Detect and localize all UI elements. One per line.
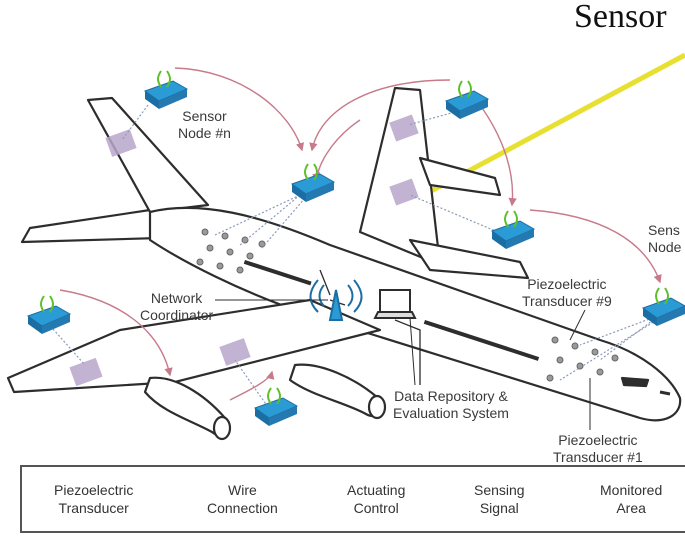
actuating-arrows xyxy=(59,67,662,401)
laptop-icon xyxy=(373,289,417,319)
sensor-node-mid-right xyxy=(490,210,536,249)
legend-wire-label: Wire Connection xyxy=(207,482,278,516)
label-data-repository: Data Repository & Evaluation System xyxy=(393,388,509,421)
engine-right xyxy=(288,363,382,418)
legend-piezo-label: Piezoelectric Transducer xyxy=(54,482,134,516)
label-sensor-node-right: Sens Node xyxy=(648,222,682,255)
sensor-node-bottom xyxy=(253,387,299,426)
fuselage xyxy=(148,206,682,422)
right-fin xyxy=(358,86,442,267)
engine-left-intake xyxy=(212,415,232,441)
sensor-node-left xyxy=(26,295,72,334)
sensor-node-center xyxy=(290,163,336,202)
label-transducer-1: Piezoelectric Transducer #1 xyxy=(553,432,643,465)
network-coordinator-icon xyxy=(309,279,363,321)
window-rows xyxy=(243,260,540,361)
right-tailplane xyxy=(418,156,502,197)
far-wing xyxy=(408,238,530,280)
sensor-node-n xyxy=(143,70,189,109)
partial-title: Sensor xyxy=(574,0,667,35)
near-wing xyxy=(6,298,382,394)
legend-actuating-label: Actuating Control xyxy=(347,482,406,516)
left-tailplane xyxy=(20,208,162,244)
legend: Piezoelectric Transducer Wire Connection… xyxy=(20,465,685,533)
aircraft xyxy=(6,86,682,441)
leader-lines xyxy=(215,299,591,430)
engine-right-intake xyxy=(367,394,387,420)
transducer-dots xyxy=(196,228,619,382)
monitored-areas xyxy=(69,114,419,387)
label-network-coordinator: Network Coordinator xyxy=(140,290,214,323)
label-sensor-node-n: Sensor Node #n xyxy=(178,108,231,141)
sensor-nodes xyxy=(26,70,685,426)
sensor-node-far-right xyxy=(641,287,685,326)
cockpit-window xyxy=(620,376,650,388)
legend-sensing-label: Sensing Signal xyxy=(474,482,525,516)
label-transducer-9: Piezoelectric Transducer #9 xyxy=(522,276,612,309)
sensor-node-top-right xyxy=(444,80,490,119)
legend-monitored-label: Monitored Area xyxy=(600,482,663,516)
